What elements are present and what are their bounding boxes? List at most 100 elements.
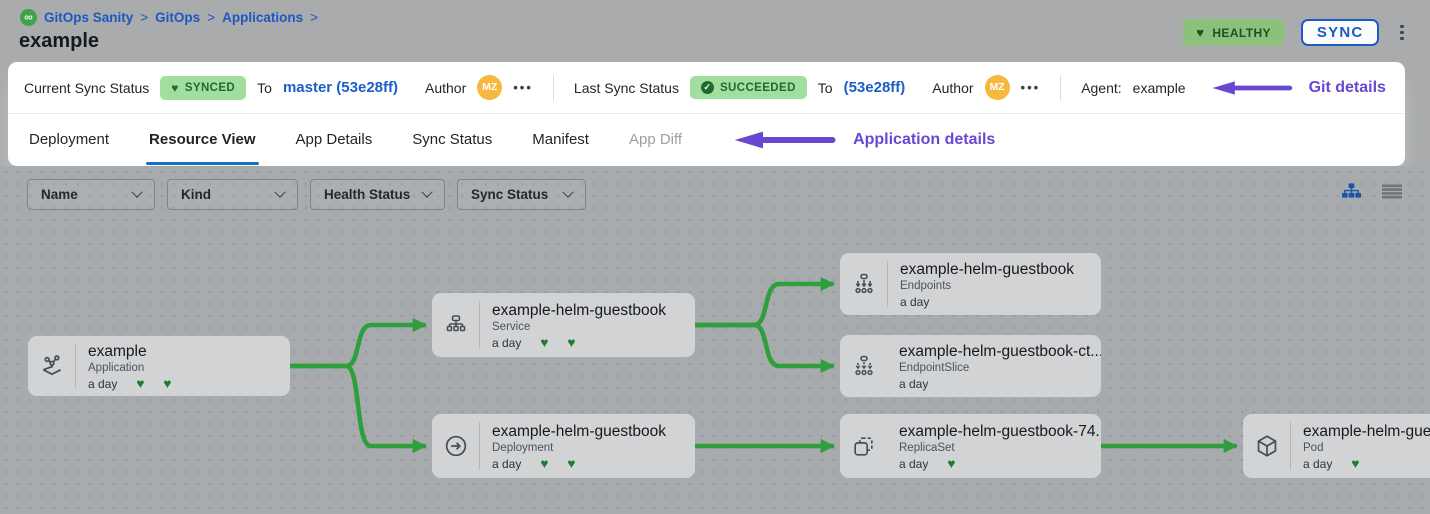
sync-status-bar: Current Sync Status ♥ SYNCED To master (… <box>8 62 1405 114</box>
last-to-label: To <box>817 79 833 96</box>
more-options-icon[interactable]: ••• <box>1020 80 1041 95</box>
chevron-down-icon <box>421 186 433 198</box>
node-age: a day <box>899 456 929 471</box>
top-bar: ∞ GitOps Sanity > GitOps > Applications … <box>0 0 1430 62</box>
node-endpoints-example-helm-guestbook[interactable]: example-helm-guestbook Endpoints a day <box>840 253 1101 315</box>
agent-value: example <box>1132 79 1186 96</box>
breadcrumb-item-gitops[interactable]: GitOps <box>155 10 201 25</box>
page-title: example <box>19 30 100 52</box>
heart-icon: ♥ <box>163 375 172 391</box>
last-sync-target-link[interactable]: (53e28ff) <box>843 79 906 96</box>
succeeded-badge: ✓ SUCCEEDED <box>689 76 807 99</box>
tab-resource-view[interactable]: Resource View <box>146 114 259 165</box>
node-title: example-helm-guestbook-ct... <box>899 342 1101 360</box>
sync-button[interactable]: SYNC <box>1300 19 1380 46</box>
node-pod-example-helm-guest[interactable]: example-helm-guest Pod a day ♥ <box>1243 414 1430 478</box>
heart-icon: ♥ <box>1196 25 1205 40</box>
node-service-example-helm-guestbook[interactable]: example-helm-guestbook Service a day ♥♥ <box>432 293 695 357</box>
current-sync-status-label: Current Sync Status <box>24 79 150 96</box>
node-age: a day <box>492 335 522 350</box>
node-kind: Deployment <box>492 441 554 454</box>
tab-app-diff[interactable]: App Diff <box>628 131 683 148</box>
app-details-card: Current Sync Status ♥ SYNCED To master (… <box>8 62 1405 166</box>
node-replicaset-example-helm-guestbook-74[interactable]: example-helm-guestbook-74... ReplicaSet … <box>840 414 1101 478</box>
node-title: example-helm-guest <box>1303 422 1430 440</box>
heart-icon: ♥ <box>171 80 179 95</box>
name-filter-label: Name <box>41 187 78 202</box>
tab-sync-status[interactable]: Sync Status <box>412 131 493 148</box>
author-avatar: MZ <box>984 75 1010 100</box>
view-toggles <box>1342 183 1402 199</box>
node-title: example-helm-guestbook <box>492 301 667 319</box>
endpointslice-icon <box>840 335 887 397</box>
tab-deployment[interactable]: Deployment <box>29 131 110 148</box>
check-circle-icon: ✓ <box>700 81 714 94</box>
last-sync-status-label: Last Sync Status <box>573 79 679 96</box>
more-options-icon[interactable]: ••• <box>513 80 533 95</box>
node-kind: EndpointSlice <box>899 361 970 374</box>
application-icon <box>28 336 75 396</box>
node-meta: a day ♥ <box>1303 455 1430 471</box>
node-meta: a day <box>900 295 1074 309</box>
current-to-label: To <box>257 79 272 96</box>
health-hearts: ♥ <box>947 455 956 471</box>
chevron-down-icon <box>562 186 574 198</box>
succeeded-badge-label: SUCCEEDED <box>719 81 796 94</box>
divider <box>479 301 480 349</box>
node-age: a day <box>899 376 929 391</box>
node-age: a day <box>900 294 930 309</box>
left-arrow-icon <box>734 131 836 148</box>
heart-icon: ♥ <box>567 455 576 471</box>
tabs-bar: Deployment Resource View App Details Syn… <box>8 114 1405 165</box>
health-hearts: ♥ <box>1351 455 1360 471</box>
last-author-label: Author <box>932 79 974 96</box>
list-view-icon[interactable] <box>1382 184 1402 199</box>
node-meta: a day ♥♥ <box>492 335 666 350</box>
gitops-logo-icon: ∞ <box>20 9 37 26</box>
node-meta: a day ♥♥ <box>492 455 666 471</box>
health-status-badge: ♥ HEALTHY <box>1183 19 1284 46</box>
node-title: example-helm-guestbook <box>900 260 1075 278</box>
divider <box>552 74 554 101</box>
divider <box>1060 74 1062 101</box>
health-status-filter-label: Health Status <box>324 187 411 202</box>
divider <box>75 344 76 388</box>
node-kind: Service <box>492 320 531 333</box>
breadcrumb-item-applications[interactable]: Applications <box>222 10 304 25</box>
tree-edges <box>287 276 1238 454</box>
git-details-annotation-text: Git details <box>1308 78 1386 96</box>
application-details-annotation-text: Application details <box>853 130 996 148</box>
chevron-down-icon <box>274 186 286 198</box>
node-kind: Application <box>88 361 145 374</box>
deployment-icon <box>432 414 479 478</box>
tab-app-details[interactable]: App Details <box>295 131 373 148</box>
heart-icon: ♥ <box>1351 455 1360 471</box>
node-endpointslice-example-helm-guestbook-ct[interactable]: example-helm-guestbook-ct... EndpointSli… <box>840 335 1101 397</box>
breadcrumb-separator: > <box>140 10 149 25</box>
node-application-example[interactable]: example Application a day ♥♥ <box>28 336 290 396</box>
node-deployment-example-helm-guestbook[interactable]: example-helm-guestbook Deployment a day … <box>432 414 695 478</box>
current-sync-target-link[interactable]: master (53e28ff) <box>282 79 398 96</box>
synced-badge-label: SYNCED <box>184 81 236 94</box>
breadcrumb-item-gitops-sanity[interactable]: GitOps Sanity <box>44 10 134 25</box>
node-age: a day <box>88 376 118 391</box>
divider <box>479 422 480 470</box>
node-age: a day <box>492 456 522 471</box>
heart-icon: ♥ <box>947 455 956 471</box>
health-hearts: ♥♥ <box>136 375 172 391</box>
sync-status-filter-dropdown[interactable]: Sync Status <box>457 179 586 210</box>
kind-filter-dropdown[interactable]: Kind <box>167 179 298 210</box>
synced-badge: ♥ SYNCED <box>160 75 247 100</box>
resource-tree-canvas: Name Kind Health Status Sync Status <box>0 166 1430 514</box>
kebab-menu-icon[interactable] <box>1396 22 1408 44</box>
chevron-down-icon <box>131 186 143 198</box>
node-kind: ReplicaSet <box>899 441 955 454</box>
header-actions: ♥ HEALTHY SYNC <box>1183 19 1408 46</box>
health-hearts: ♥♥ <box>540 335 575 349</box>
name-filter-dropdown[interactable]: Name <box>27 179 155 210</box>
health-status-filter-dropdown[interactable]: Health Status <box>310 179 445 210</box>
tree-view-icon[interactable] <box>1342 183 1361 199</box>
tab-manifest[interactable]: Manifest <box>532 131 589 148</box>
left-arrow-icon <box>1211 80 1292 95</box>
divider <box>887 261 888 307</box>
